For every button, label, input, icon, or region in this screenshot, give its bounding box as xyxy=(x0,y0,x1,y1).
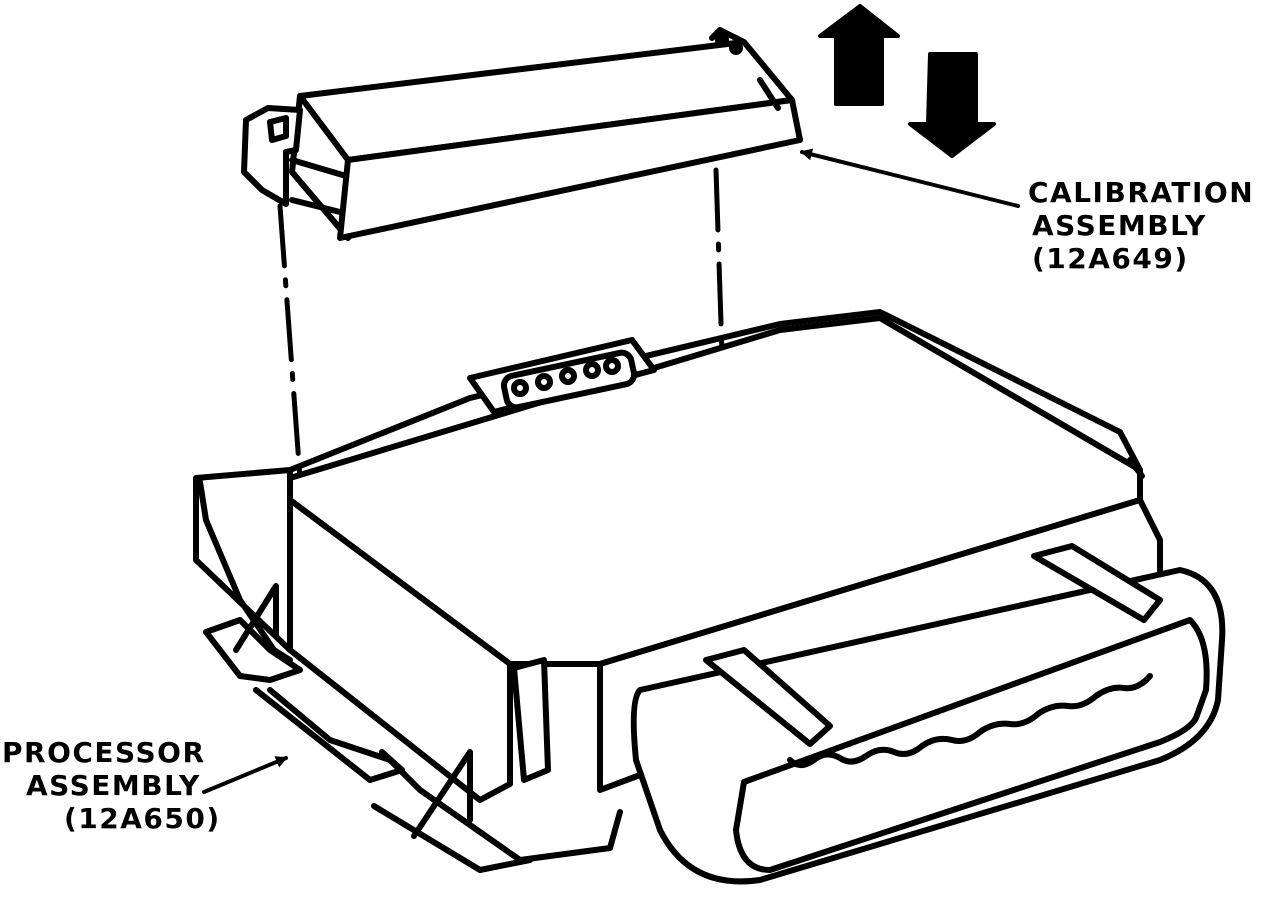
alignment-line-right xyxy=(713,167,725,357)
calibration-label-line1: CALIBRATION xyxy=(1028,176,1255,209)
down-arrow-icon xyxy=(908,52,996,158)
calibration-assembly-label: CALIBRATION ASSEMBLY (12A649) xyxy=(1028,176,1254,275)
processor-label-line1: PROCESSOR xyxy=(2,736,206,769)
processor-label-line2: ASSEMBLY xyxy=(26,769,201,802)
alignment-line-left xyxy=(277,203,303,481)
processor-leader-arrow xyxy=(202,756,288,794)
wiring-connector xyxy=(630,543,1226,885)
calibration-label-line2: ASSEMBLY xyxy=(1032,209,1207,242)
processor-label-line3: (12A650) xyxy=(64,802,221,835)
calibration-label-line3: (12A649) xyxy=(1032,242,1189,275)
calibration-leader-arrow xyxy=(800,148,1020,208)
processor-assembly-label: PROCESSOR ASSEMBLY (12A650) xyxy=(2,736,221,835)
calibration-assembly xyxy=(241,27,803,241)
up-arrow-icon xyxy=(818,4,900,106)
